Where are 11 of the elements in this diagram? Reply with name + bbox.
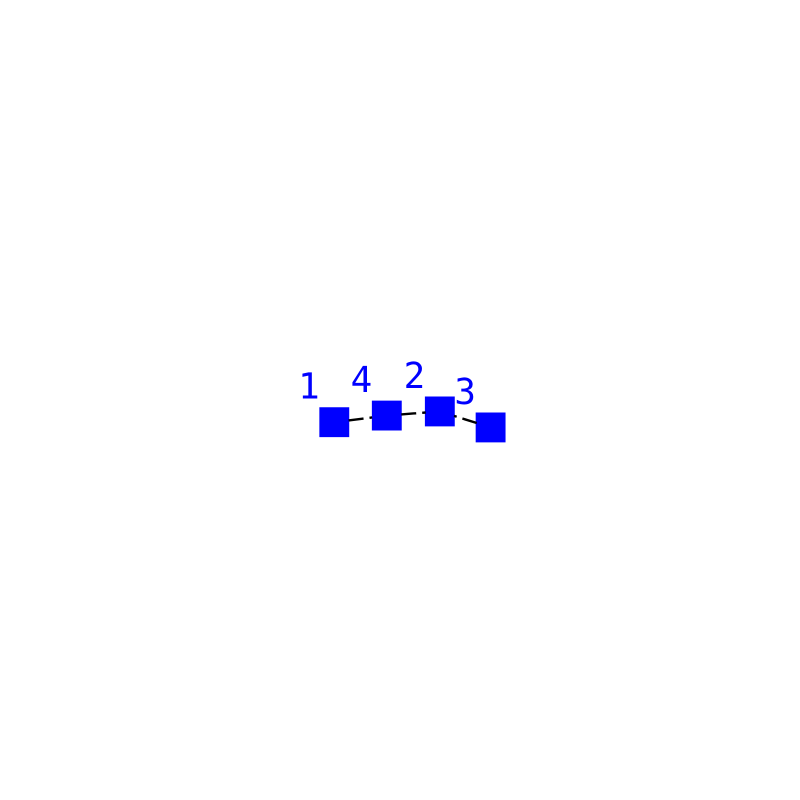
node-label: 1 xyxy=(298,366,320,408)
node-box xyxy=(475,412,506,442)
connector xyxy=(348,416,372,422)
node-label: 4 xyxy=(350,360,372,401)
node-label: 3 xyxy=(454,372,476,413)
node-box xyxy=(424,396,454,426)
node-label: 2 xyxy=(403,356,425,397)
node-box xyxy=(318,407,349,438)
node-box xyxy=(371,400,402,431)
connector xyxy=(400,411,426,416)
connector xyxy=(453,414,477,424)
